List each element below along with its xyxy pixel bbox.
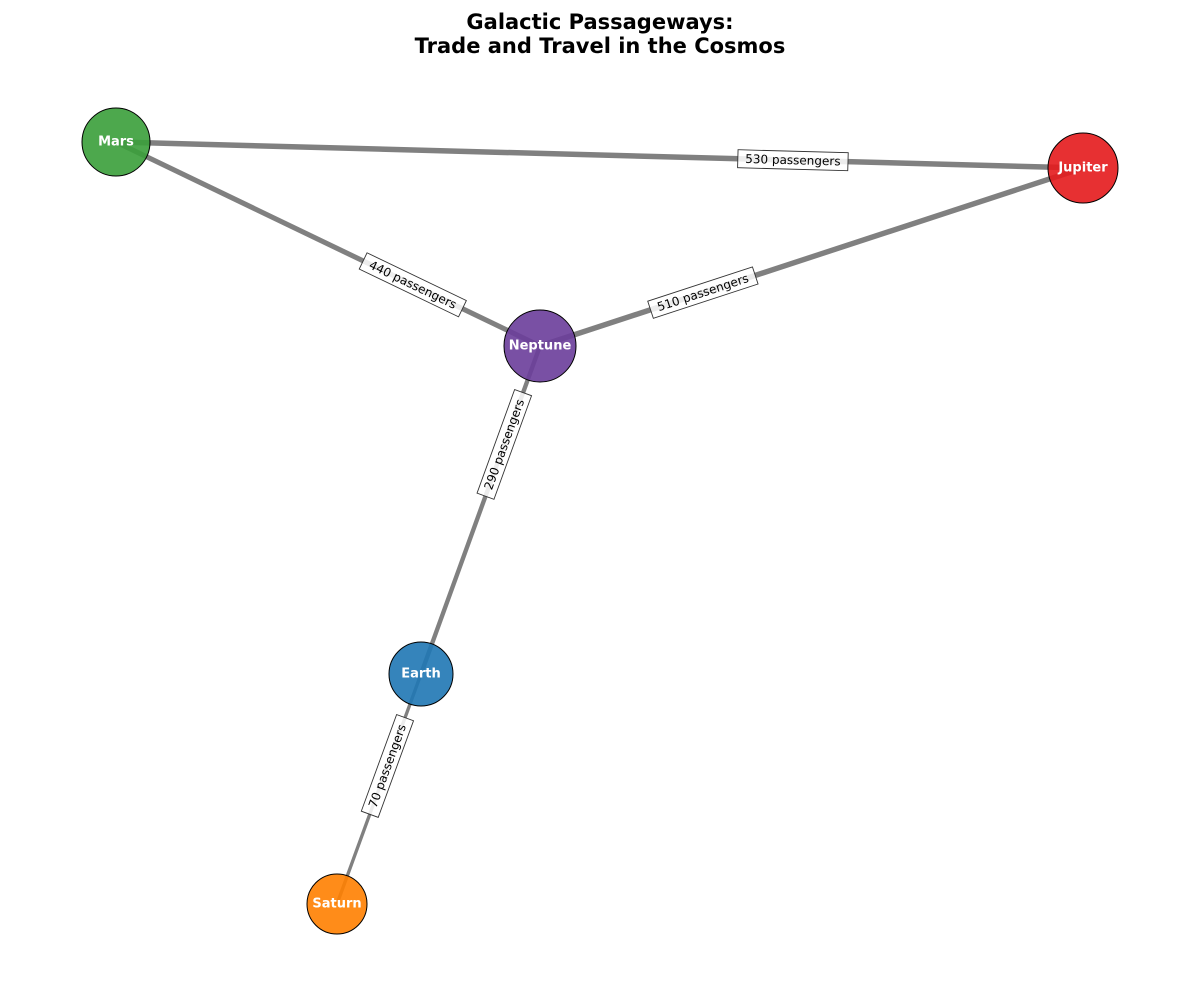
edge-label-neptune-earth: 290 passengers [476, 388, 533, 500]
edge-mars-jupiter [115, 139, 1084, 171]
edge-label-text: 530 passengers [745, 152, 841, 169]
edge-label-mars-jupiter: 530 passengers [737, 149, 849, 172]
node-label-jupiter: Jupiter [1057, 161, 1108, 176]
edge-mars-neptune [114, 139, 542, 349]
node-neptune[interactable]: Neptune [503, 309, 577, 383]
edge-label-box [737, 149, 849, 172]
edge-label-box [647, 266, 759, 319]
node-label-mars: Mars [98, 135, 134, 150]
node-circle-earth [388, 641, 454, 707]
node-circle-jupiter [1047, 132, 1119, 204]
edge-label-mars-neptune: 440 passengers [358, 252, 467, 318]
edge-label-text: 290 passengers [481, 397, 527, 491]
diagram-title: Galactic Passageways: Trade and Travel i… [0, 10, 1200, 58]
edge-labels-layer: 530 passengers 440 passengers 510 passenge… [358, 149, 849, 818]
edge-label-box [358, 252, 467, 318]
edge-label-neptune-jupiter: 510 passengers [647, 266, 759, 319]
edge-label-earth-saturn: 70 passengers [360, 713, 415, 818]
edge-label-text: 510 passengers [655, 271, 750, 314]
node-circle-neptune [503, 309, 577, 383]
title-line-1: Galactic Passageways: [466, 10, 734, 34]
node-saturn[interactable]: Saturn [306, 873, 368, 935]
node-label-saturn: Saturn [312, 897, 361, 912]
node-mars[interactable]: Mars [81, 107, 151, 177]
title-line-2: Trade and Travel in the Cosmos [414, 34, 786, 58]
node-earth[interactable]: Earth [388, 641, 454, 707]
node-label-earth: Earth [401, 667, 441, 682]
node-jupiter[interactable]: Jupiter [1047, 132, 1119, 204]
node-circle-saturn [306, 873, 368, 935]
edges-layer [114, 139, 1084, 905]
edge-label-box [360, 713, 415, 818]
node-circle-mars [81, 107, 151, 177]
node-label-neptune: Neptune [509, 339, 572, 354]
edge-label-text: 440 passengers [367, 258, 459, 312]
edge-label-text: 70 passengers [366, 722, 409, 809]
edge-neptune-jupiter [539, 165, 1084, 349]
edge-label-box [476, 388, 533, 500]
